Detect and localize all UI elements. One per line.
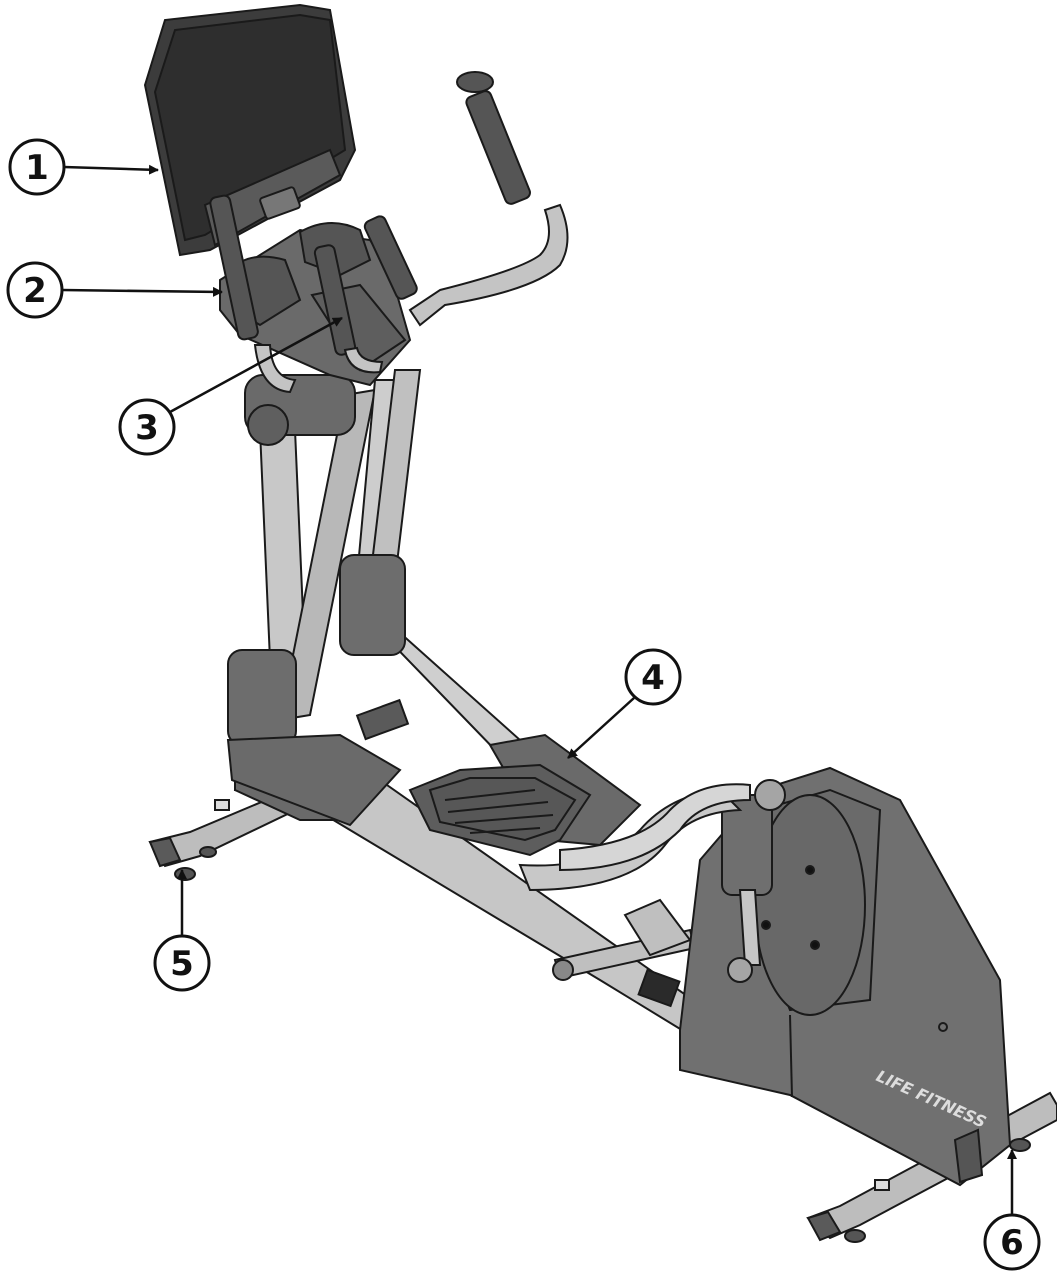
- moving-arm: [408, 71, 569, 327]
- callout-circle: [118, 398, 176, 456]
- callout-6: 6: [983, 1149, 1041, 1271]
- front-leveler-foot: [1009, 1138, 1031, 1152]
- callout-2: 2: [6, 261, 223, 319]
- rear-leveler-foot: [174, 867, 196, 881]
- callout-1: 1: [8, 138, 159, 196]
- callout-number: 1: [25, 148, 49, 188]
- callout-number: 5: [170, 944, 194, 984]
- callout-4: 4: [567, 648, 682, 759]
- callout-number: 6: [1000, 1223, 1024, 1263]
- callout-number: 2: [23, 271, 47, 311]
- callout-circle: [624, 648, 682, 706]
- console: [143, 3, 357, 257]
- handlebar-base: [244, 374, 356, 446]
- upright-column: [226, 369, 422, 827]
- callout-number: 4: [641, 658, 665, 698]
- leader-arrow: [63, 164, 159, 175]
- stationary-handlebars: [209, 194, 418, 394]
- leader-arrow: [61, 286, 223, 297]
- display-screen: [153, 13, 347, 242]
- foot-pedals: [408, 733, 642, 857]
- callout-number: 3: [135, 408, 159, 448]
- callout-5: 5: [153, 869, 211, 992]
- leader-arrow: [169, 316, 343, 414]
- leader-arrow: [567, 697, 635, 759]
- callout-3: 3: [118, 316, 343, 456]
- pedal-arms: [518, 783, 751, 892]
